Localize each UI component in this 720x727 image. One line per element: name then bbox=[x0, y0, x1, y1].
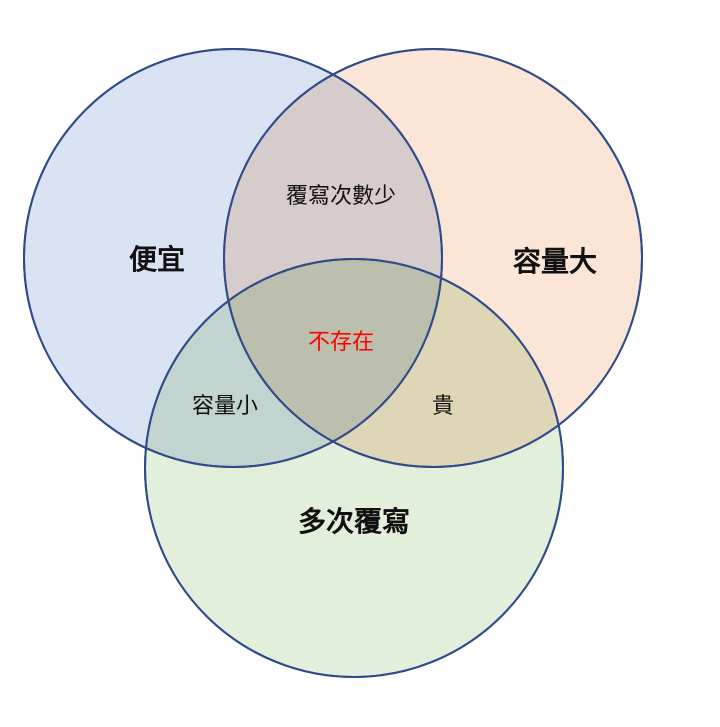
label-rewrite: 多次覆寫 bbox=[297, 505, 411, 538]
label-all: 不存在 bbox=[307, 330, 375, 355]
label-cheap-capacity: 覆寫次數少 bbox=[285, 184, 397, 209]
label-capacity: 容量大 bbox=[512, 245, 598, 278]
label-cheap: 便宜 bbox=[128, 243, 186, 276]
label-cheap-rewrite: 容量小 bbox=[191, 394, 259, 419]
circle-cheap-outline bbox=[23, 48, 443, 468]
label-capacity-rewrite: 貴 bbox=[431, 394, 455, 419]
circle-rewrite bbox=[144, 258, 564, 678]
circle-rewrite-outline bbox=[144, 258, 564, 678]
circle-capacity-outline bbox=[223, 48, 643, 468]
